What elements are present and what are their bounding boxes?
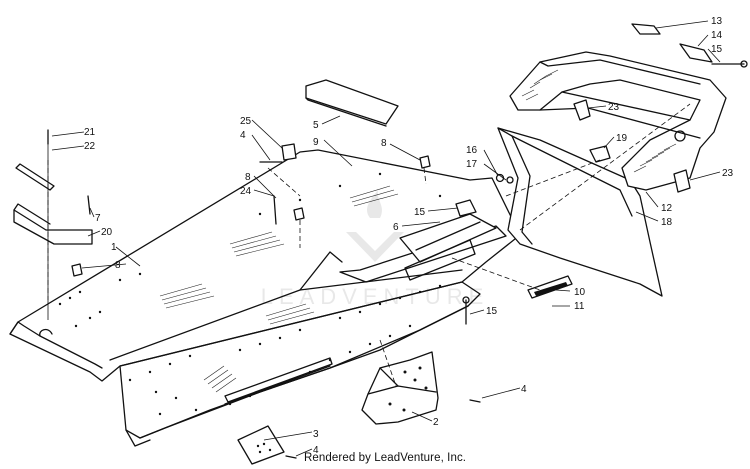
callout-14: 14	[711, 30, 723, 41]
reflector-plate	[237, 425, 285, 465]
watermark-logo	[346, 232, 404, 262]
callout-20: 20	[101, 227, 113, 238]
callout-23: 23	[608, 102, 620, 113]
callout-8: 8	[245, 172, 251, 183]
callout-25: 25	[240, 116, 252, 127]
callout-4: 4	[521, 384, 527, 395]
leader-lines	[51, 20, 721, 457]
callout-2: 2	[433, 417, 439, 428]
callout-4: 4	[240, 130, 246, 141]
tunnel-assembly	[9, 149, 521, 447]
bumper-grip-tread	[521, 69, 677, 173]
clip-23-left	[573, 99, 591, 121]
bumper-pad-14	[679, 43, 713, 63]
callout-22: 22	[84, 141, 96, 152]
bumper-pad-13	[631, 23, 661, 35]
small-hardware	[47, 129, 481, 459]
footer-credit: Rendered by LeadVenture, Inc.	[304, 452, 467, 464]
rear-bumper	[509, 51, 727, 191]
callout-16: 16	[466, 145, 478, 156]
callout-17: 17	[466, 159, 478, 170]
callout-8: 8	[115, 260, 121, 271]
callout-6: 6	[393, 222, 399, 233]
alignment-line	[505, 159, 601, 197]
washer-17	[506, 176, 514, 184]
callout-labels: 1 2 3 4 4 4 5 6 7 8 8 8 9 10 11 12 13 14…	[84, 16, 734, 456]
callout-10: 10	[574, 287, 586, 298]
callout-18: 18	[661, 217, 673, 228]
rear-bracket	[361, 339, 439, 425]
deck-hatching	[159, 185, 399, 393]
tunnel-top-deck	[9, 149, 521, 382]
callout-19: 19	[616, 133, 628, 144]
callout-15: 15	[711, 44, 723, 55]
perforated-strip	[224, 357, 333, 405]
callout-3: 3	[313, 429, 319, 440]
callout-11: 11	[574, 301, 585, 312]
callout-15: 15	[414, 207, 426, 218]
callout-9: 9	[313, 137, 319, 148]
watermark-text: LEADVENTURE	[261, 284, 490, 309]
upper-deck-strip	[305, 79, 399, 125]
clip-19	[589, 145, 611, 163]
callout-1: 1	[111, 242, 117, 253]
clip-23-right	[673, 169, 691, 193]
callout-21: 21	[84, 127, 96, 138]
leadventure-watermark: LEADVENTURE	[261, 190, 490, 309]
callout-23: 23	[722, 168, 734, 179]
front-brace-parts	[13, 140, 93, 320]
callout-4: 4	[313, 445, 319, 456]
callout-12: 12	[661, 203, 673, 214]
callout-5: 5	[313, 120, 319, 131]
callout-24: 24	[240, 186, 252, 197]
callout-15: 15	[486, 306, 498, 317]
rear-flap	[497, 127, 663, 297]
callout-13: 13	[711, 16, 723, 27]
callout-7: 7	[95, 213, 101, 224]
callout-8: 8	[381, 138, 387, 149]
